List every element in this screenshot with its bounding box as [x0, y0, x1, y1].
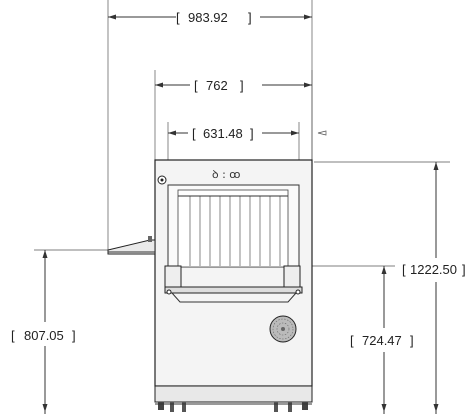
dim-conveyor-height-right: [ 724.47 ]	[300, 265, 414, 414]
svg-text:]: ]	[462, 262, 466, 277]
dim-conveyor-height-left-value: 807.05	[24, 328, 64, 343]
svg-text:[: [	[11, 328, 15, 343]
svg-text:[: [	[176, 10, 180, 25]
svg-text:]: ]	[248, 10, 252, 25]
svg-text:]: ]	[410, 333, 414, 348]
dim-overall-width-value: 983.92	[188, 10, 228, 25]
svg-text:[: [	[350, 333, 354, 348]
svg-text:]: ]	[240, 78, 244, 93]
dim-overall-height: [ 1222.50 ]	[314, 161, 466, 414]
svg-text:]: ]	[250, 126, 254, 141]
caster-feet	[155, 402, 312, 412]
dim-tunnel-width: [ 631.48 ]	[167, 122, 327, 165]
speaker-grille-icon	[269, 315, 297, 343]
dim-frame-width-value: 762	[206, 78, 228, 93]
conveyor-belt	[164, 286, 303, 303]
dim-overall-height-value: 1222.50	[410, 262, 457, 277]
dim-tunnel-width-value: 631.48	[203, 126, 243, 141]
dim-frame-width: [ 762 ]	[154, 70, 313, 160]
svg-text:[: [	[194, 78, 198, 93]
control-panel-label: ꝺ : ꝏ	[212, 168, 241, 181]
svg-text:[: [	[192, 126, 196, 141]
dim-conveyor-height-left: [ 807.05 ]	[11, 249, 112, 414]
lead-curtain	[178, 195, 288, 266]
dim-conveyor-height-right-value: 724.47	[362, 333, 402, 348]
infeed-ramp	[107, 236, 156, 255]
dim-overall-width: [ 983.92 ]	[107, 0, 313, 250]
svg-text:]: ]	[72, 328, 76, 343]
machine-body: ꝺ : ꝏ	[154, 159, 313, 412]
svg-text:[: [	[402, 262, 406, 277]
